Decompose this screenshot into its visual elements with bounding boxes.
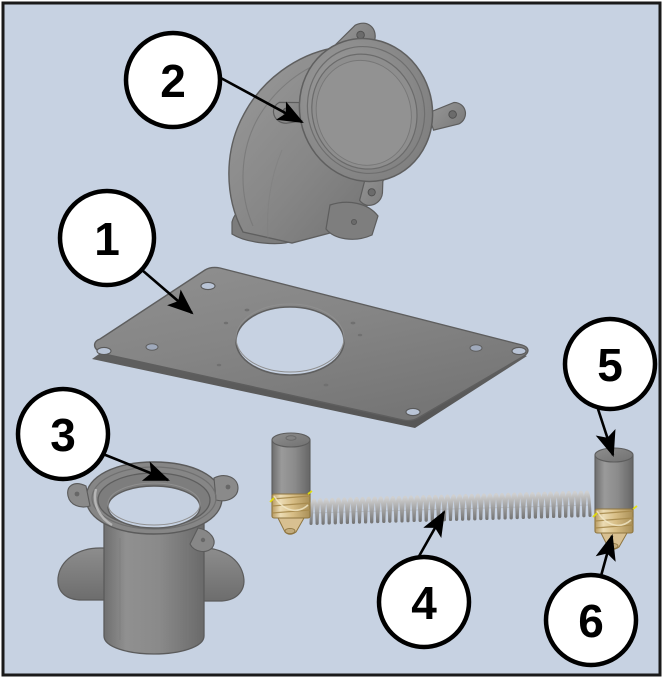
spring-coil-turn [582, 490, 592, 518]
leader-line-1 [141, 269, 194, 315]
part-spring-post-stud-left [271, 432, 311, 503]
leader-line-5 [595, 408, 616, 457]
callout-circle-6[interactable] [543, 572, 639, 668]
callout-5[interactable]: 5 [562, 316, 658, 412]
part-spring-post-stud-right [594, 447, 634, 518]
part-mounting-plate [92, 266, 529, 428]
callout-balloons: 1 2 3 4 5 6 [15, 30, 658, 668]
leader-line-4 [416, 510, 446, 559]
leader-line-2 [218, 75, 304, 124]
callout-3[interactable]: 3 [15, 386, 111, 482]
callout-circle-3[interactable] [15, 386, 111, 482]
part-elbow-housing [228, 22, 466, 245]
part-brass-ferrule-left [269, 490, 313, 535]
callout-circle-2[interactable] [123, 30, 223, 130]
callout-leaders [102, 75, 616, 577]
callout-circle-4[interactable] [376, 554, 472, 650]
leader-line-6 [595, 533, 616, 577]
callout-1[interactable]: 1 [57, 188, 157, 288]
callout-2[interactable]: 2 [123, 30, 223, 130]
part-duct-collar [57, 461, 245, 655]
callout-circle-1[interactable] [57, 188, 157, 288]
leader-line-3 [102, 452, 170, 482]
callout-circle-5[interactable] [562, 316, 658, 412]
callout-4[interactable]: 4 [376, 554, 472, 650]
callout-6[interactable]: 6 [543, 572, 639, 668]
